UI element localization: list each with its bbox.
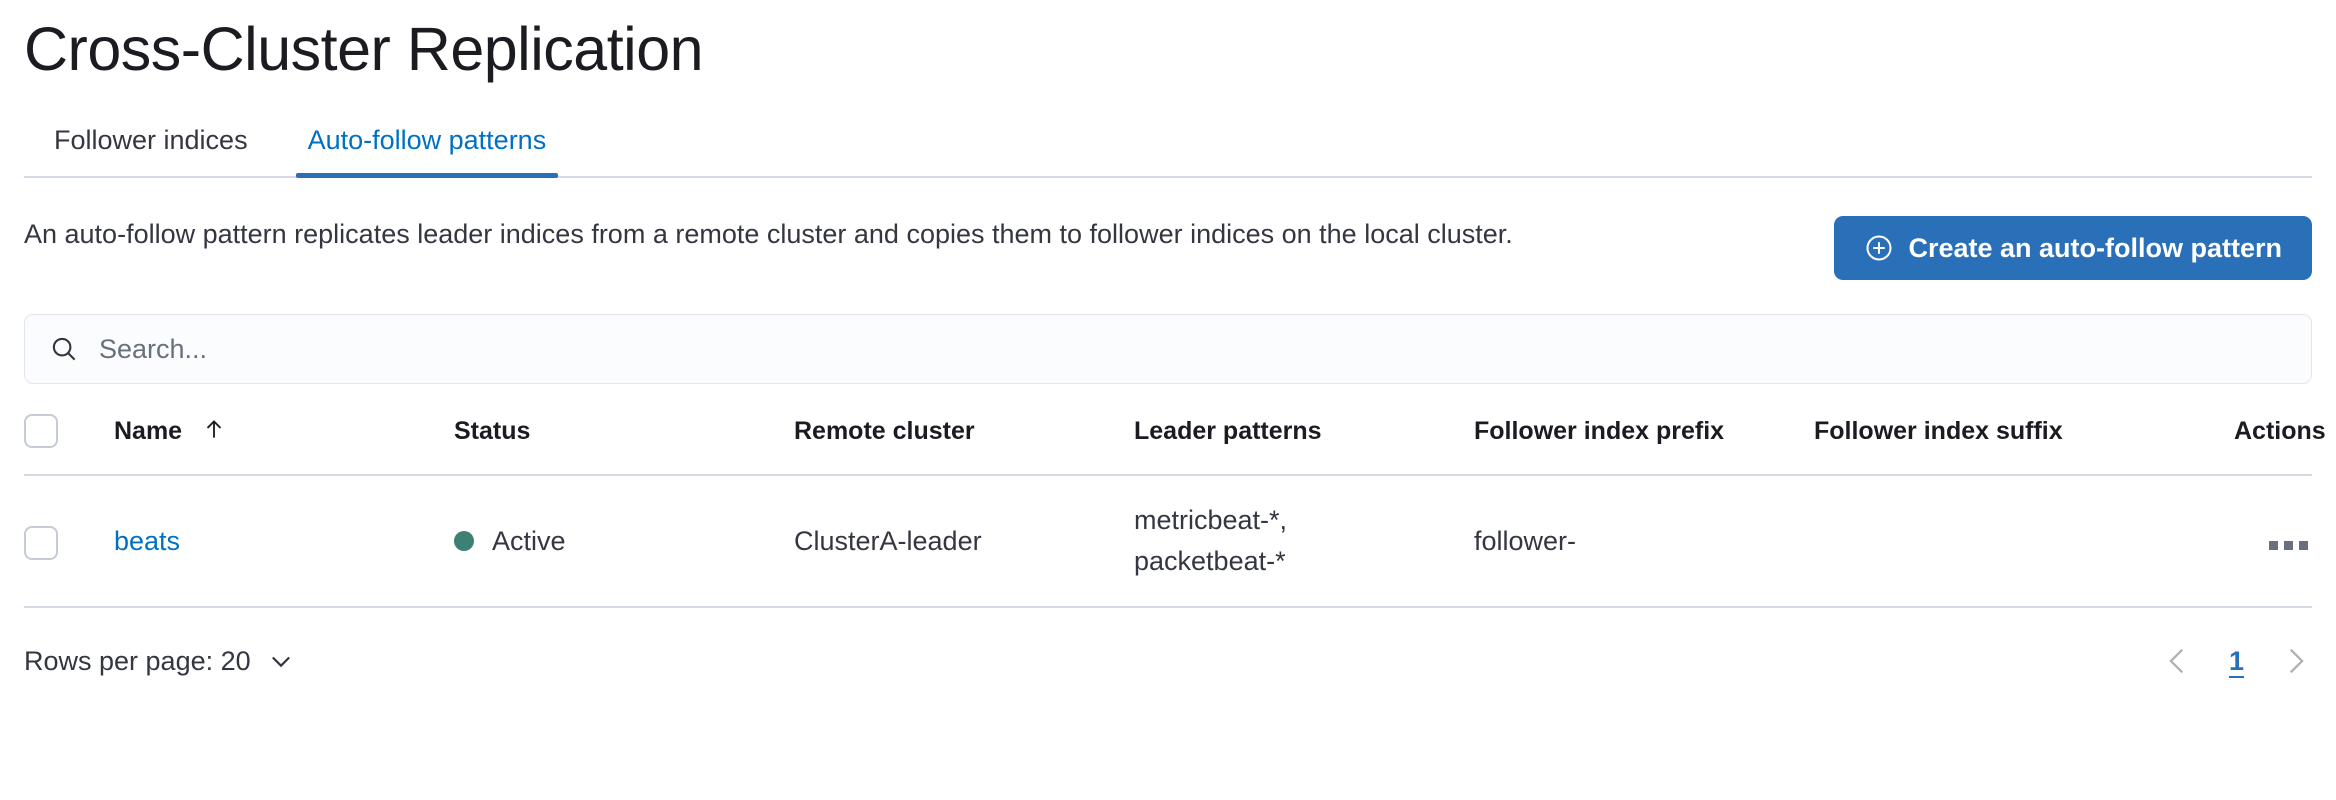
pagination: 1 bbox=[2161, 644, 2312, 678]
rows-per-page-selector[interactable]: Rows per page: 20 bbox=[24, 644, 295, 678]
select-all-checkbox[interactable] bbox=[24, 414, 58, 449]
dot bbox=[2299, 540, 2308, 550]
search-icon bbox=[49, 334, 79, 364]
sort-ascending-icon bbox=[201, 416, 227, 442]
table-row: beats Active ClusterA-leader metricbeat-… bbox=[24, 475, 2312, 608]
tab-bar: Follower indices Auto-follow patterns bbox=[24, 104, 2312, 178]
cell-follower-index-suffix bbox=[1814, 475, 2234, 607]
table-header: Name Status Remote cluster Leader patter… bbox=[24, 414, 2326, 476]
column-header-remote-cluster[interactable]: Remote cluster bbox=[794, 417, 975, 446]
create-auto-follow-pattern-label: Create an auto-follow pattern bbox=[1908, 233, 2282, 263]
chevron-right-icon[interactable] bbox=[2278, 644, 2312, 678]
status-badge: Active bbox=[454, 521, 794, 562]
cell-actions bbox=[2234, 475, 2312, 607]
cell-remote-cluster: ClusterA-leader bbox=[794, 525, 982, 556]
cell-follower-index-prefix: follower- bbox=[1474, 525, 1577, 556]
select-all-cell bbox=[24, 414, 114, 475]
row-select-cell bbox=[24, 475, 114, 607]
column-header-name-label: Name bbox=[114, 417, 183, 446]
cell-status: Active bbox=[454, 475, 794, 607]
column-header-follower-index-suffix[interactable]: Follower index suffix bbox=[1814, 417, 2063, 446]
table-header-row: Name Status Remote cluster Leader patter… bbox=[24, 414, 2326, 476]
row-select-checkbox[interactable] bbox=[24, 525, 58, 560]
column-header-status[interactable]: Status bbox=[454, 417, 531, 446]
column-header-leader-patterns[interactable]: Leader patterns bbox=[1134, 417, 1322, 446]
dot bbox=[2284, 540, 2293, 550]
status-dot-icon bbox=[454, 531, 474, 552]
chevron-down-icon bbox=[267, 647, 295, 675]
cell-leader-patterns: metricbeat-*, packetbeat-* bbox=[1134, 505, 1288, 577]
intro-row: An auto-follow pattern replicates leader… bbox=[24, 214, 2312, 280]
search-bar[interactable] bbox=[24, 314, 2312, 384]
column-header-name[interactable]: Name bbox=[114, 414, 454, 475]
pagination-page-1[interactable]: 1 bbox=[2217, 644, 2256, 678]
auto-follow-patterns-table: Name Status Remote cluster Leader patter… bbox=[24, 414, 2326, 608]
tab-auto-follow-patterns[interactable]: Auto-follow patterns bbox=[278, 124, 577, 178]
status-label: Active bbox=[492, 525, 566, 556]
create-auto-follow-pattern-button[interactable]: Create an auto-follow pattern bbox=[1834, 216, 2312, 280]
column-header-follower-index-prefix[interactable]: Follower index prefix bbox=[1474, 417, 1725, 446]
table-footer: Rows per page: 20 1 bbox=[24, 644, 2312, 678]
column-header-actions: Actions bbox=[2234, 417, 2326, 446]
cell-name: beats bbox=[114, 475, 454, 607]
chevron-left-icon[interactable] bbox=[2161, 644, 2195, 678]
dot bbox=[2269, 540, 2278, 550]
plus-in-circle-icon bbox=[1864, 233, 1894, 263]
page-title: Cross-Cluster Replication bbox=[24, 15, 704, 83]
table-body: beats Active ClusterA-leader metricbeat-… bbox=[24, 475, 2312, 608]
pattern-name-link[interactable]: beats bbox=[114, 525, 181, 556]
more-horizontal-icon[interactable] bbox=[2265, 533, 2312, 558]
search-input[interactable] bbox=[99, 332, 2287, 366]
intro-description: An auto-follow pattern replicates leader… bbox=[24, 219, 1513, 249]
tab-follower-indices[interactable]: Follower indices bbox=[24, 124, 278, 176]
rows-per-page-label: Rows per page: 20 bbox=[24, 646, 251, 677]
